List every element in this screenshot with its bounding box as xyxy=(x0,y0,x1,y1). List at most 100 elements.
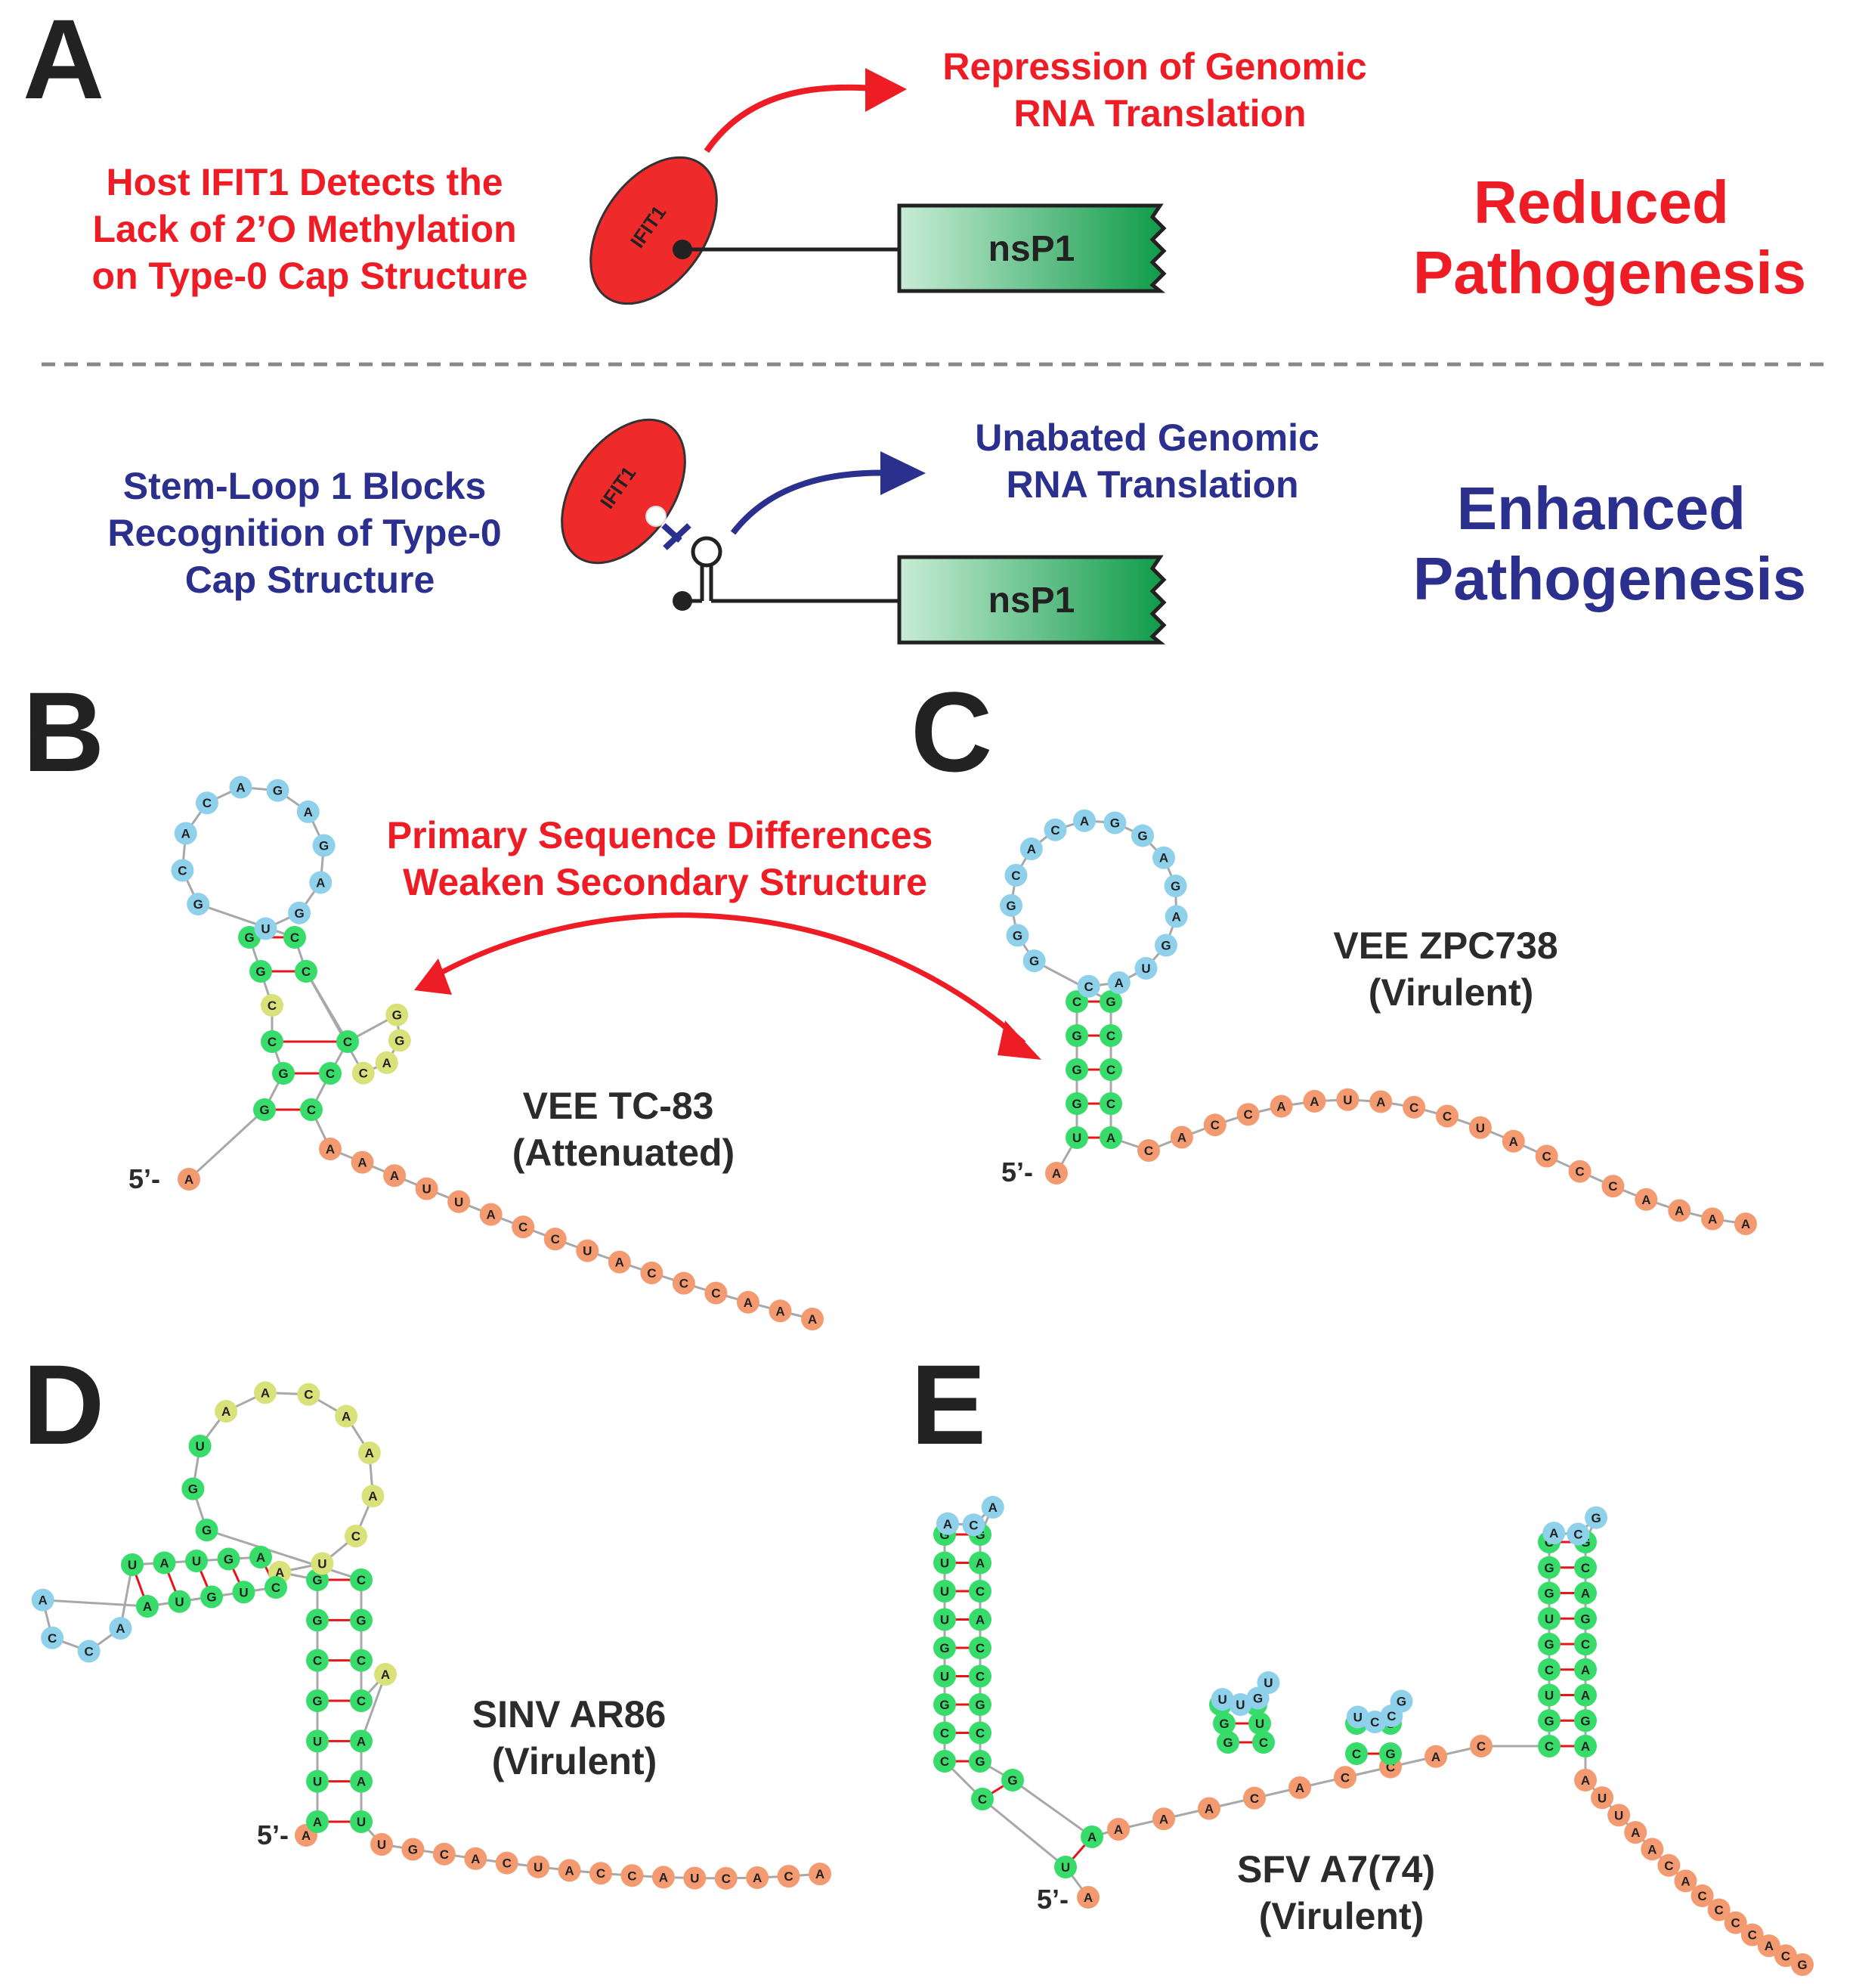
enhanced-line-2: Pathogenesis xyxy=(1413,545,1806,612)
nucleotide-letter: G xyxy=(1253,1692,1263,1706)
nucleotide xyxy=(479,1203,503,1226)
nucleotide-letter: A xyxy=(753,1871,762,1885)
nucleotide xyxy=(736,1290,759,1314)
nucleotide-letter: A xyxy=(815,1867,824,1881)
nucleotide-letter: A xyxy=(1581,1663,1590,1677)
nucleotide-letter: C xyxy=(1573,1527,1582,1541)
nucleotide-letter: C xyxy=(290,931,299,945)
nucleotide xyxy=(962,1513,985,1537)
nucleotide xyxy=(181,1477,205,1500)
nucleotide xyxy=(1001,1769,1024,1791)
nucleotide-letter: G xyxy=(1007,1773,1017,1788)
nucleotide xyxy=(1502,1129,1525,1153)
nucleotide xyxy=(1334,1766,1356,1789)
nucleotide-letter: G xyxy=(319,839,329,853)
nucleotide-letter: A xyxy=(1276,1100,1285,1114)
nucleotide xyxy=(136,1595,159,1618)
nucleotide xyxy=(1403,1095,1426,1119)
nucleotide xyxy=(1270,1095,1293,1118)
nucleotide xyxy=(1542,1522,1566,1545)
nucleotide-letter: C xyxy=(351,1529,360,1544)
nucleotide-letter: A xyxy=(304,805,313,819)
nucleotide xyxy=(651,1866,675,1889)
nucleotide xyxy=(1345,1742,1368,1765)
nucleotide xyxy=(306,1649,329,1672)
nucleotide xyxy=(195,1519,218,1542)
nucleotide-letter: C xyxy=(85,1644,94,1658)
nucleotide-letter: A xyxy=(316,875,325,890)
nucleotide xyxy=(283,926,306,949)
nucleotide-letter: G xyxy=(1397,1694,1406,1708)
panel-letter-a: A xyxy=(23,0,104,122)
nucleotide xyxy=(344,1525,367,1548)
nucleotide-letter: A xyxy=(313,1815,322,1829)
nucleotide xyxy=(350,1729,373,1753)
nucleotide xyxy=(350,1689,373,1712)
nucleotide-letter: C xyxy=(268,999,277,1013)
nucleotide xyxy=(171,859,194,882)
nucleotide xyxy=(1346,1705,1369,1729)
nucleotide xyxy=(512,1215,535,1239)
nucleotide-letter: G xyxy=(294,906,304,921)
nucleotide-letter: C xyxy=(1050,823,1059,838)
nucleotide-letter: G xyxy=(202,1523,212,1537)
nucleotide-letter: G xyxy=(1385,1747,1395,1761)
nucleotide-letter: U xyxy=(940,1670,949,1684)
nucleotide-letter: A xyxy=(1647,1842,1656,1856)
panel-letter-b: B xyxy=(23,668,104,795)
nucleotide xyxy=(1568,1160,1592,1183)
label-b-line-2: (Attenuated) xyxy=(512,1132,735,1174)
backbone-link xyxy=(206,1528,362,1581)
nucleotide-letter: C xyxy=(304,1388,313,1402)
nucleotide-letter: A xyxy=(1675,1204,1684,1219)
nucleotide-letter: A xyxy=(365,1446,374,1460)
nucleotide xyxy=(1170,1126,1193,1149)
nucleotide-letter: A xyxy=(565,1863,574,1878)
nucleotide-letter: G xyxy=(1544,1561,1554,1575)
nucleotide xyxy=(351,1061,375,1085)
nucleotide-letter: G xyxy=(1072,1063,1081,1077)
nucleotide-letter: G xyxy=(1072,1029,1081,1043)
top-left-line-1: Host IFIT1 Detects the xyxy=(106,161,503,203)
nucleotide xyxy=(1066,990,1088,1013)
nucleotide xyxy=(1538,1683,1561,1707)
nucleotide-letter: G xyxy=(1580,1612,1590,1626)
nucleotide-letter: A xyxy=(808,1312,817,1327)
nucleotide-letter: A xyxy=(1681,1874,1690,1888)
nucleotide-letter: A xyxy=(143,1599,152,1614)
nucleotide-letter: A xyxy=(381,1668,390,1682)
nucleotide xyxy=(253,1381,277,1404)
nucleotide xyxy=(1774,1944,1797,1968)
nucleotide xyxy=(1707,1898,1731,1921)
nucleotide xyxy=(576,1239,599,1262)
panel-a-bottom: Stem-Loop 1 Blocks Recognition of Type-0… xyxy=(107,416,1806,645)
nucleotide xyxy=(336,1030,359,1053)
panel-letter-c: C xyxy=(911,668,992,795)
nucleotide xyxy=(969,1693,991,1716)
nucleotide xyxy=(306,1729,329,1753)
nucleotide-letter: G xyxy=(1544,1587,1554,1601)
nucleotide-letter: U xyxy=(313,1775,322,1789)
nucleotide xyxy=(971,1788,994,1810)
nucleotide xyxy=(401,1838,425,1861)
nucleotide xyxy=(350,1810,373,1833)
nucleotide-letter: G xyxy=(1223,1736,1233,1750)
nucleotide-letter: G xyxy=(939,1698,949,1712)
nucleotide-letter: U xyxy=(313,1734,322,1748)
nucleotide xyxy=(1468,1116,1492,1139)
backbone-link xyxy=(187,1108,266,1181)
unabated-text: Unabated Genomic RNA Translation xyxy=(975,416,1330,506)
nucleotide xyxy=(261,1030,283,1053)
nucleotide xyxy=(1236,1103,1260,1126)
nucleotide-letter: G xyxy=(244,931,254,945)
nucleotide-letter: U xyxy=(690,1872,699,1886)
reduced-pathogenesis-text: Reduced Pathogenesis xyxy=(1413,169,1806,306)
nucleotide-letter: C xyxy=(518,1220,527,1234)
nucleotide xyxy=(936,1512,959,1535)
nucleotide-letter: A xyxy=(1310,1095,1319,1109)
backbone-link xyxy=(360,1674,387,1742)
nucleotide-letter: A xyxy=(1741,1217,1750,1231)
nucleotide-letter: C xyxy=(268,1035,277,1049)
nucleotide-letter: A xyxy=(744,1296,753,1310)
